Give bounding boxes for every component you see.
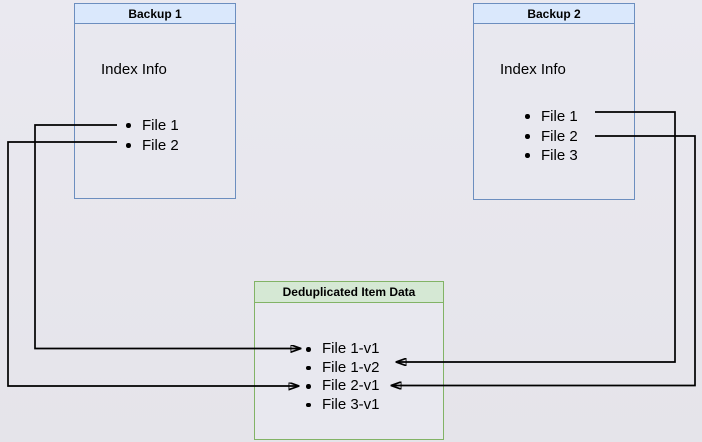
dedup-box: Deduplicated Item Data File 1-v1 File 1-… — [254, 281, 444, 440]
backup1-title: Backup 1 — [128, 6, 182, 21]
backup2-file-3: File 3 — [525, 146, 578, 166]
backup1-index-info-label: Index Info — [101, 61, 167, 78]
dedup-file-1-v1: File 1-v1 — [306, 340, 380, 359]
backup2-header: Backup 2 — [474, 4, 634, 24]
dedup-file-list: File 1-v1 File 1-v2 File 2-v1 File 3-v1 — [306, 340, 380, 414]
backup1-file-list: File 1 File 2 — [126, 116, 179, 155]
dedup-file-3-v1: File 3-v1 — [306, 396, 380, 415]
backup2-box: Backup 2 Index Info File 1 File 2 File 3 — [473, 3, 635, 200]
backup2-file-list: File 1 File 2 File 3 — [525, 107, 578, 166]
backup2-file-2: File 2 — [525, 127, 578, 147]
backup2-file-1: File 1 — [525, 107, 578, 127]
dedup-header: Deduplicated Item Data — [255, 282, 443, 303]
backup1-file-2: File 2 — [126, 136, 179, 156]
dedup-file-1-v2: File 1-v2 — [306, 359, 380, 378]
dedup-file-2-v1: File 2-v1 — [306, 377, 380, 396]
backup1-file-1: File 1 — [126, 116, 179, 136]
backup1-header: Backup 1 — [75, 4, 235, 24]
backup2-title: Backup 2 — [527, 6, 581, 21]
dedup-title: Deduplicated Item Data — [282, 285, 416, 299]
backup2-index-info-label: Index Info — [500, 61, 566, 78]
backup1-box: Backup 1 Index Info File 1 File 2 — [74, 3, 236, 199]
